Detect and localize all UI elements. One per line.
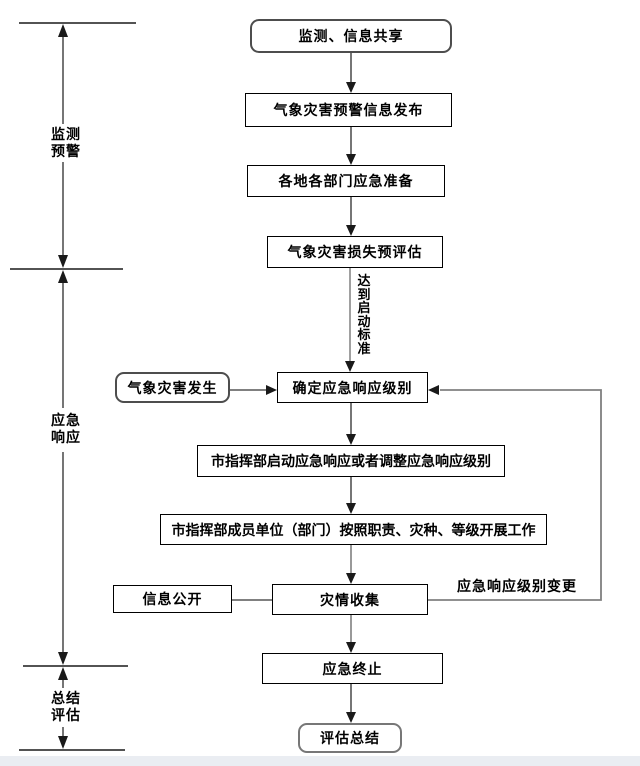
node-response-end: 应急终止 [262, 653, 443, 684]
node-info-public: 信息公开 [113, 585, 232, 613]
node-monitor-share: 监测、信息共享 [250, 19, 452, 53]
feedback-loop-level-change [428, 385, 602, 601]
node-start-response: 市指挥部启动应急响应或者调整应急响应级别 [197, 445, 505, 477]
arrow-end-to-summary [346, 684, 356, 723]
phase-label-summary: 总结 评估 [38, 690, 94, 724]
phase-label-monitoring: 监测 预警 [38, 126, 94, 160]
arrow-start-to-members [346, 477, 356, 514]
page-bottom-band [0, 756, 640, 766]
node-emergency-prepare: 各地各部门应急准备 [247, 165, 445, 197]
edge-label-level-change: 应急响应级别变更 [457, 576, 577, 596]
arrow-occur-to-determine [230, 385, 277, 395]
node-warning-release: 气象灾害预警信息发布 [245, 93, 452, 127]
arrow-collect-to-end [346, 615, 356, 653]
node-determine-level: 确定应急响应级别 [277, 372, 428, 403]
phase-label-response: 应急 响应 [38, 412, 94, 446]
phase-arrow-response [58, 270, 68, 665]
node-members-work: 市指挥部成员单位（部门）按照职责、灾种、等级开展工作 [160, 514, 547, 545]
arrow-determine-to-start [346, 403, 356, 445]
arrow-monitor-to-warning [346, 53, 356, 93]
phase-divider-lines [10, 22, 136, 751]
phase-arrow-monitoring [58, 24, 68, 268]
arrow-preassess-to-determine [345, 268, 355, 372]
arrow-prepare-to-preassess [346, 197, 356, 236]
node-disaster-collect: 灾情收集 [272, 584, 428, 615]
arrow-members-to-collect [346, 545, 356, 584]
phase-arrow-summary [58, 667, 68, 749]
node-evaluation-summary: 评估总结 [298, 723, 402, 753]
node-disaster-occur: 气象灾害发生 [115, 372, 230, 403]
arrow-warning-to-prepare [346, 127, 356, 165]
edge-label-reach-standard: 达到启动标准 [357, 273, 371, 356]
node-loss-preassess: 气象灾害损失预评估 [267, 236, 443, 268]
